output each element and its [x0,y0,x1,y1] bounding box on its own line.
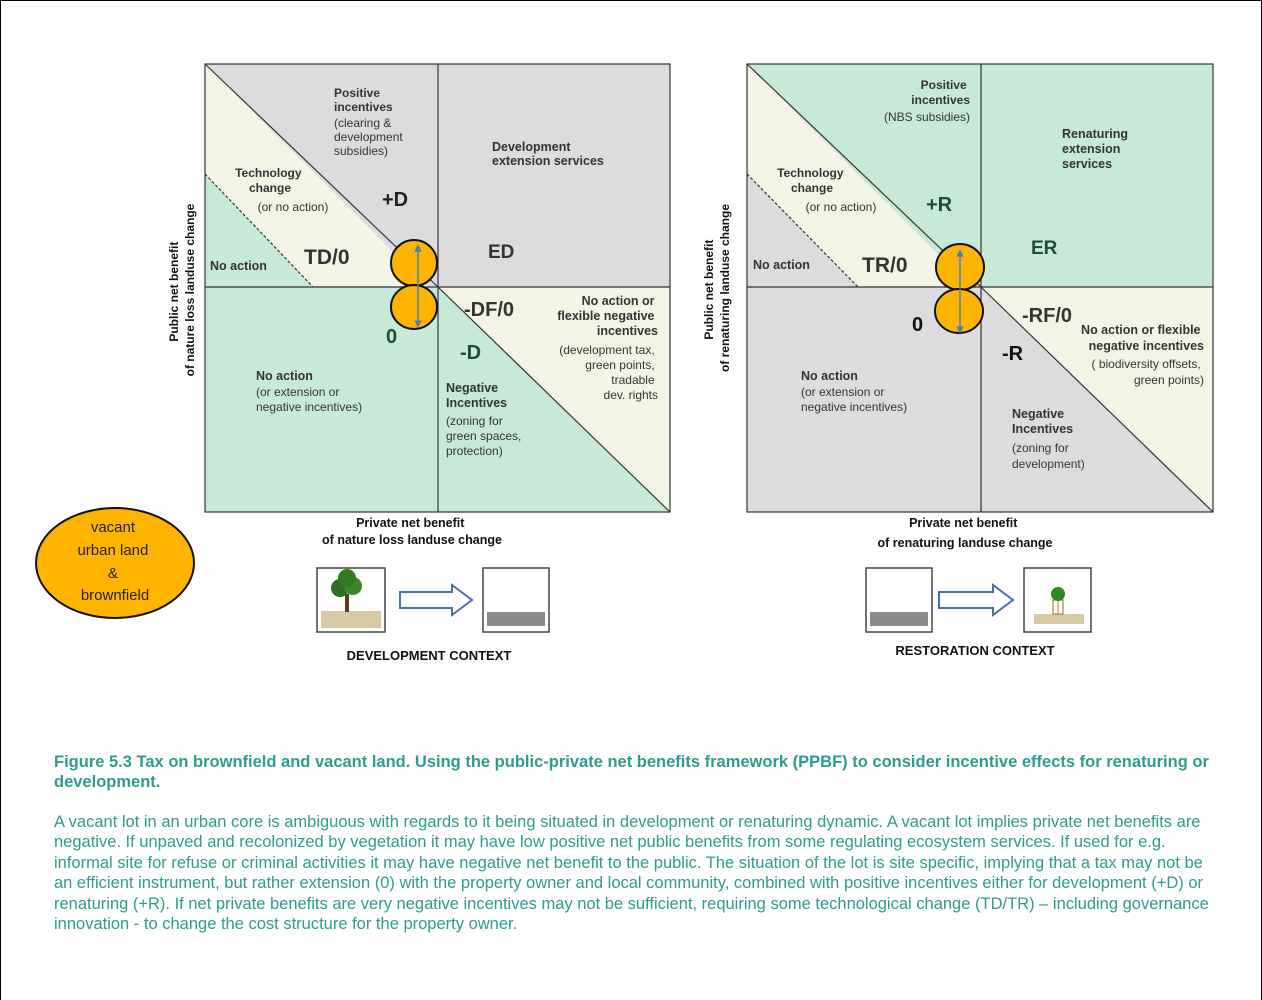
figure-caption-body: A vacant lot in an urban core is ambiguo… [54,813,1209,934]
left-flex-text: No action or flexible negative incentive… [557,294,658,338]
left-context-label: DEVELOPMENT CONTEXT [347,648,512,663]
left-grid-lines [204,63,671,513]
vacant-land-legend: vacant urban land & brownfield [35,507,195,619]
right-context-label: RESTORATION CONTEXT [895,643,1054,658]
left-panel: Public net benefit of nature loss landus… [167,63,671,663]
left-tech-change-label: Technology change [235,166,305,195]
right-axis-y-label: Public net benefit of renaturing landuse… [702,204,732,372]
left-flex-code: -DF/0 [464,299,514,321]
right-tech-change-note: (or no action) [806,200,877,214]
left-zero-code: 0 [386,326,397,348]
right-no-action-small: No action [753,258,810,272]
right-vacant-land-markers [934,243,985,334]
right-no-action-big: No action [801,369,858,383]
left-vacant-land-markers [390,239,438,330]
left-no-action-big-note: (or extension or negative incentives) [256,385,362,414]
right-pos-incentives-note: (NBS subsidies) [884,110,970,124]
left-pos-incentives-label: Positive incentives [334,86,393,114]
right-axis-x-label: Private net benefit of renaturing landus… [877,516,1052,550]
left-flex-note: (development tax, green points, tradable… [559,343,658,402]
ppbf-diagram: Public net benefit of nature loss landus… [35,63,1214,663]
right-no-action-big-note: (or extension or negative incentives) [801,385,907,414]
right-context-icons [865,567,1092,633]
left-neg-incentives-label: Negative Incentives [446,381,507,410]
left-tech-code: TD/0 [304,246,350,269]
left-ext-code: ED [488,242,514,263]
right-ext-code: ER [1031,238,1058,259]
right-flex-text: No action or flexible negative incentive… [1081,323,1204,353]
vacant-land-legend-text: vacant urban land & brownfield [77,519,152,604]
right-zero-code: 0 [912,314,923,336]
left-minus-code: -D [460,342,481,364]
right-tech-code: TR/0 [862,254,908,277]
left-context-icons [316,567,550,633]
right-plus-code: +R [926,194,953,216]
right-pos-incentives-label: Positive incentives [911,78,970,107]
left-axis-y-label: Public net benefit of nature loss landus… [167,203,197,376]
right-tech-change-label: Technology change [777,166,847,195]
right-minus-code: -R [1002,343,1024,365]
left-no-action-small: No action [210,259,267,273]
right-extension-services-label: Renaturing extension services [1062,127,1131,171]
figure-caption-title: Figure 5.3 Tax on brownfield and vacant … [54,753,1209,791]
right-neg-incentives-note: (zoning for development) [1012,441,1085,471]
right-panel: Public net benefit of renaturing landuse… [702,63,1214,658]
right-flex-note: ( biodiversity offsets, green points) [1092,357,1205,387]
left-plus-code: +D [382,189,408,211]
left-neg-incentives-note: (zoning for green spaces, protection) [446,414,525,458]
left-axis-x-label: Private net benefit of nature loss landu… [322,516,502,547]
right-grid-lines [746,63,1214,513]
left-no-action-big: No action [256,369,313,383]
left-pos-incentives-note: (clearing & development subsidies) [334,116,406,158]
left-extension-services-label: Development extension services [492,140,604,168]
right-neg-incentives-label: Negative Incentives [1012,407,1073,436]
right-flex-code: -RF/0 [1022,305,1072,327]
left-tech-change-note: (or no action) [258,200,329,214]
